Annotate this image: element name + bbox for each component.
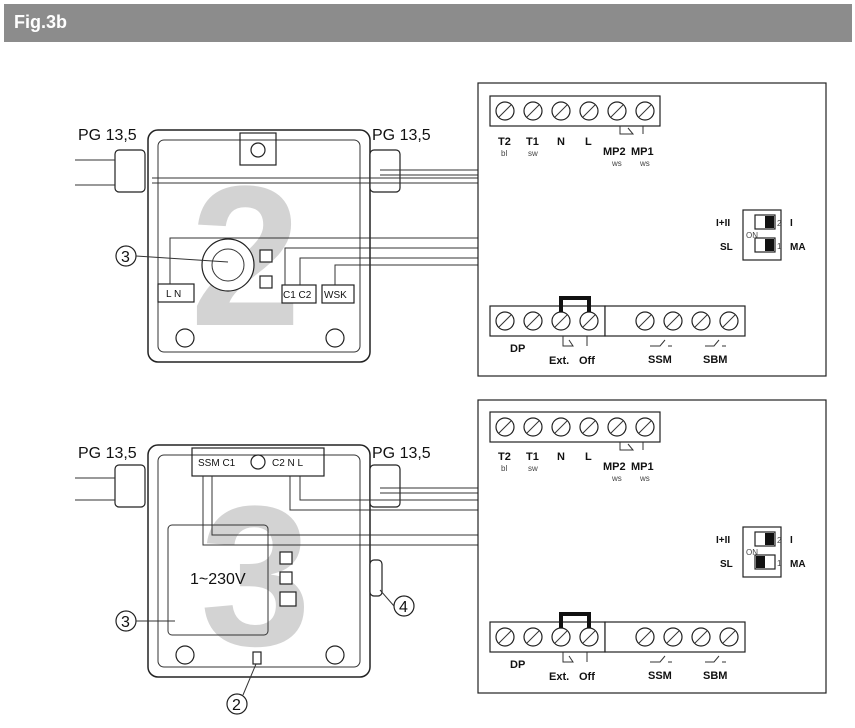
lower-term-mp2-sub: ws <box>611 474 622 483</box>
lower-gland-left-label: PG 13,5 <box>78 445 137 462</box>
lower-off-label: Off <box>579 671 595 683</box>
lower-term-l: L <box>585 451 592 463</box>
upper-terminal-ln-label: L N <box>166 289 181 300</box>
lower-dp-label: DP <box>510 659 525 671</box>
upper-dip-n1: 1 <box>777 242 782 251</box>
upper-term-l: L <box>585 136 592 148</box>
upper-top-screw-housing <box>239 132 277 166</box>
upper-dip-label-i: I <box>790 218 793 229</box>
lower-term-t1: T1 <box>526 451 539 463</box>
lower-callout-2 <box>226 693 248 715</box>
lower-term-t2: T2 <box>498 451 511 463</box>
lower-dip-n2: 2 <box>777 536 782 545</box>
lower-dip-label-i: I <box>790 535 793 546</box>
lower-side-button <box>369 559 383 597</box>
lower-gland-left <box>114 464 146 508</box>
upper-top-terminal-strip <box>489 95 661 127</box>
lower-term-mp1-sub: ws <box>639 474 650 483</box>
lower-led <box>252 651 262 665</box>
upper-gland-left-label: PG 13,5 <box>78 127 137 144</box>
lower-module-insert <box>167 524 269 636</box>
upper-term-mp2: MP2 <box>603 146 626 158</box>
figure-title: Fig.3b <box>14 12 67 32</box>
upper-sbm-label: SBM <box>703 354 727 366</box>
lower-strip-left-label: SSM C1 <box>198 458 236 469</box>
lower-dip-label-ma: MA <box>790 559 806 570</box>
upper-dip-label-i-ii: I+II <box>716 218 730 229</box>
upper-ext-label: Ext. <box>549 355 569 367</box>
upper-mount-hole-right <box>325 328 345 348</box>
upper-term-mp1: MP1 <box>631 146 654 158</box>
upper-dip-n2: 2 <box>777 219 782 228</box>
upper-term-t1: T1 <box>526 136 539 148</box>
upper-rotary-switch-knob <box>211 248 245 282</box>
upper-terminal-c1c2-label: C1 C2 <box>283 290 312 301</box>
upper-term-t1-sub: sw <box>528 149 538 158</box>
upper-gland-right <box>369 149 401 193</box>
upper-gland-right-label: PG 13,5 <box>372 127 431 144</box>
lower-dip-on: ON <box>746 548 758 557</box>
upper-term-mp1-sub: ws <box>639 159 650 168</box>
upper-terminal-ln <box>157 283 195 303</box>
upper-terminal-c1c2 <box>281 284 317 304</box>
lower-callout-2-label: 2 <box>232 697 241 714</box>
upper-term-t2-sub: bl <box>501 149 507 158</box>
lower-panel: T2 bl T1 sw N L MP2 ws MP1 ws I+II SL I … <box>477 399 827 694</box>
lower-top-screw <box>250 454 266 470</box>
upper-housing <box>147 129 371 363</box>
lower-term-t2-sub: bl <box>501 464 507 473</box>
upper-terminal-wsk-label: WSK <box>324 290 347 301</box>
lower-top-terminal-strip <box>489 411 661 443</box>
lower-dip-label-i-ii: I+II <box>716 535 730 546</box>
upper-dip-on: ON <box>746 231 758 240</box>
upper-terminal-wsk <box>321 284 355 304</box>
lower-dip-n1: 1 <box>777 559 782 568</box>
upper-term-n: N <box>557 136 565 148</box>
lower-big-numeral: 3 <box>200 465 311 688</box>
upper-term-t2: T2 <box>498 136 511 148</box>
lower-mount-hole-right <box>325 645 345 665</box>
lower-callout-3-label: 3 <box>121 614 130 631</box>
lower-module: 3 SSM C1 C2 N L 1~230V PG 13,5 PG 13,5 3 <box>75 444 644 715</box>
lower-gland-right <box>369 464 401 508</box>
upper-mount-hole-left <box>175 328 195 348</box>
lower-sbm-label: SBM <box>703 670 727 682</box>
lower-ssm-label: SSM <box>648 670 672 682</box>
lower-ext-label: Ext. <box>549 671 569 683</box>
lower-term-n: N <box>557 451 565 463</box>
upper-module: 2 L N C1 C2 WSK <box>75 127 644 368</box>
lower-housing <box>147 444 371 678</box>
upper-ssm-label: SSM <box>648 354 672 366</box>
lower-term-t1-sub: sw <box>528 464 538 473</box>
lower-term-mp2: MP2 <box>603 461 626 473</box>
lower-callout-4-label: 4 <box>399 599 408 616</box>
lower-voltage-label: 1~230V <box>190 571 246 588</box>
lower-gland-right-label: PG 13,5 <box>372 445 431 462</box>
upper-ext-off-bridge <box>559 296 591 312</box>
upper-callout-3-label: 3 <box>121 249 130 266</box>
figure-header: Fig.3b <box>4 4 852 42</box>
upper-rotary-switch <box>201 238 255 292</box>
lower-strip-right-label: C2 N L <box>272 458 304 469</box>
lower-dip-label-sl: SL <box>720 559 733 570</box>
lower-term-mp1: MP1 <box>631 461 654 473</box>
upper-dip-label-sl: SL <box>720 242 733 253</box>
upper-housing-inner <box>157 139 361 353</box>
upper-panel: T2 bl T1 sw N L MP2 ws MP1 ws I+II SL I … <box>477 82 827 377</box>
upper-term-mp2-sub: ws <box>611 159 622 168</box>
lower-terminal-strip <box>191 447 325 477</box>
upper-top-screw <box>250 142 266 158</box>
upper-dp-label: DP <box>510 343 525 355</box>
lower-mount-hole-left <box>175 645 195 665</box>
upper-gland-left <box>114 149 146 193</box>
lower-ext-off-bridge <box>559 612 591 628</box>
upper-off-label: Off <box>579 355 595 367</box>
upper-dip-label-ma: MA <box>790 242 806 253</box>
